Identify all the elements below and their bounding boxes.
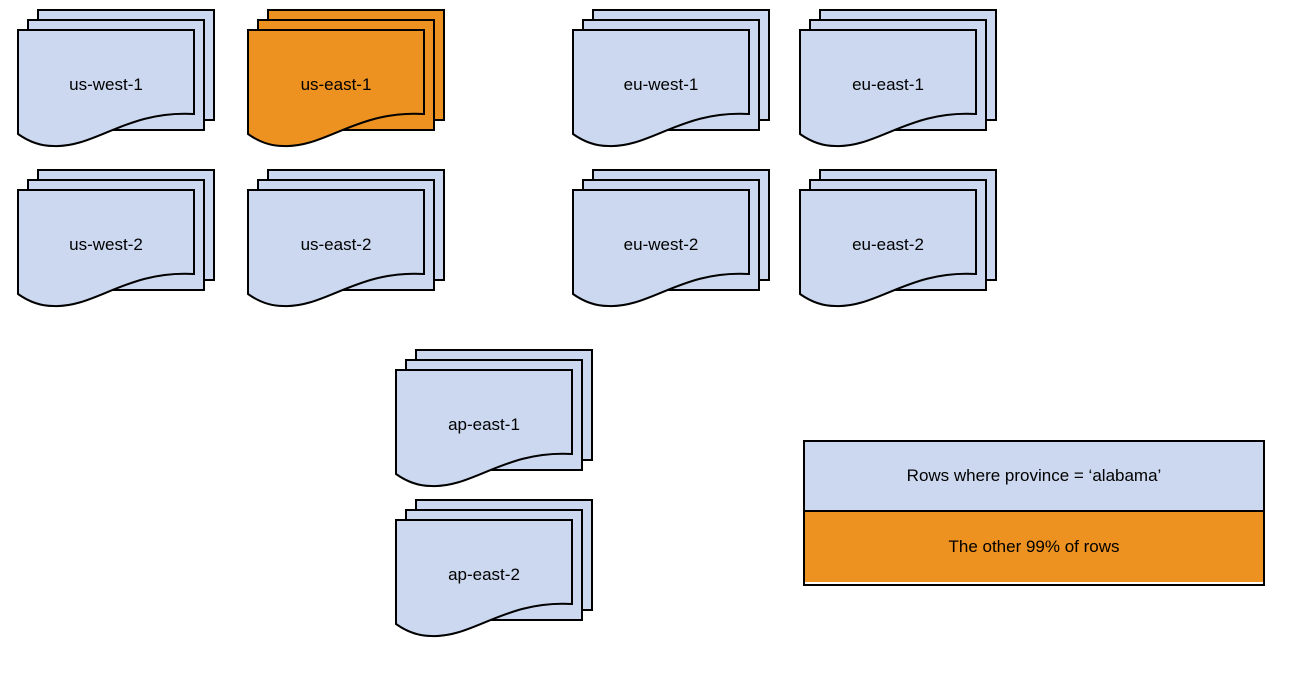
region-stack-shape-eu-west-2 (572, 169, 770, 308)
stack-layer-3 (799, 29, 977, 148)
stack-layer-3 (572, 189, 750, 308)
legend-item-orange: The other 99% of rows (805, 512, 1263, 582)
legend: Rows where province = ‘alabama’ The othe… (803, 440, 1265, 586)
stack-layer-3 (799, 189, 977, 308)
stack-layer-3 (247, 189, 425, 308)
region-stack-ap-east-1[interactable]: ap-east-1 (395, 349, 593, 507)
region-stack-shape-us-east-1 (247, 9, 445, 148)
region-stack-shape-us-east-2 (247, 169, 445, 308)
region-stack-shape-eu-west-1 (572, 9, 770, 148)
stack-layer-3 (247, 29, 425, 148)
region-stack-shape-eu-east-1 (799, 9, 997, 148)
stack-layer-3 (17, 29, 195, 148)
region-stack-us-west-1[interactable]: us-west-1 (17, 9, 215, 167)
region-stack-shape-ap-east-2 (395, 499, 593, 638)
region-stack-shape-eu-east-2 (799, 169, 997, 308)
region-stack-ap-east-2[interactable]: ap-east-2 (395, 499, 593, 657)
stack-layer-3 (395, 369, 573, 488)
region-stack-shape-ap-east-1 (395, 349, 593, 488)
stack-layer-3 (572, 29, 750, 148)
region-stack-us-east-1[interactable]: us-east-1 (247, 9, 445, 167)
legend-label-blue: Rows where province = ‘alabama’ (906, 466, 1162, 485)
region-stack-eu-west-1[interactable]: eu-west-1 (572, 9, 770, 167)
region-stack-us-east-2[interactable]: us-east-2 (247, 169, 445, 327)
region-stack-eu-east-2[interactable]: eu-east-2 (799, 169, 997, 327)
stack-layer-3 (17, 189, 195, 308)
legend-item-blue: Rows where province = ‘alabama’ (805, 442, 1263, 512)
region-stack-us-west-2[interactable]: us-west-2 (17, 169, 215, 327)
stack-layer-3 (395, 519, 573, 638)
region-stack-shape-us-west-2 (17, 169, 215, 308)
region-stack-eu-west-2[interactable]: eu-west-2 (572, 169, 770, 327)
legend-label-orange: The other 99% of rows (948, 537, 1120, 556)
region-stack-shape-us-west-1 (17, 9, 215, 148)
region-stack-eu-east-1[interactable]: eu-east-1 (799, 9, 997, 167)
